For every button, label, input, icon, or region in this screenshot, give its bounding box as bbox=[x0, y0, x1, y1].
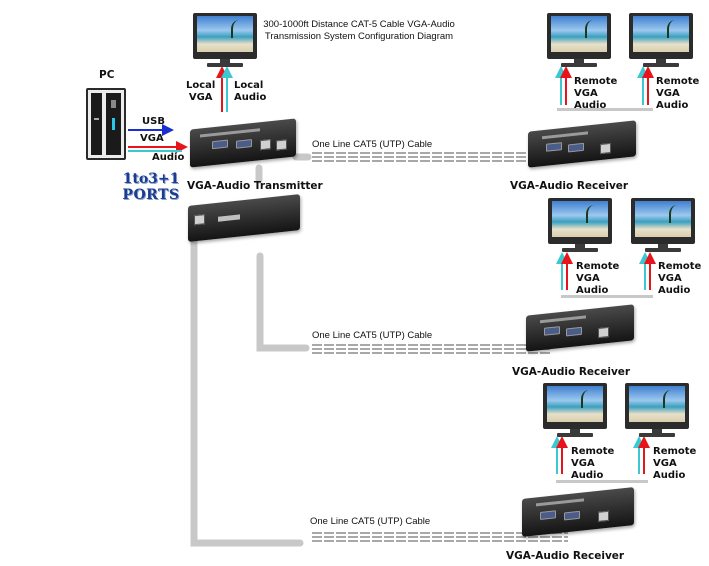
title-line-2: Transmission System Configuration Diagra… bbox=[264, 31, 454, 42]
remote-monitor bbox=[625, 383, 689, 437]
utp-cable-1 bbox=[312, 151, 562, 163]
ports-badge-line-1: 1to3+1 bbox=[122, 171, 180, 187]
title-line-1: 300-1000ft Distance CAT-5 Cable VGA-Audi… bbox=[263, 19, 455, 30]
tx-to-rx1-cable-stub bbox=[255, 153, 312, 184]
tx-to-rx3-cable bbox=[190, 216, 304, 547]
remote-monitor bbox=[547, 13, 611, 67]
receiver-label: VGA-Audio Receiver bbox=[512, 366, 631, 378]
remote-monitor bbox=[629, 13, 693, 67]
ports-badge: 1to3+1 PORTS bbox=[118, 171, 184, 203]
local-vga-label: Local VGA bbox=[186, 80, 216, 103]
rx2-monitor-bar bbox=[561, 295, 653, 298]
vga-label: VGA bbox=[140, 133, 164, 144]
cable-label-2: One Line CAT5 (UTP) Cable bbox=[312, 330, 433, 341]
utp-cable-2 bbox=[312, 343, 552, 355]
cable-label-3: One Line CAT5 (UTP) Cable bbox=[310, 516, 431, 527]
audio-label: Audio bbox=[152, 152, 185, 163]
remote-monitor bbox=[548, 198, 612, 252]
receiver-label: VGA-Audio Receiver bbox=[506, 550, 625, 562]
receiver-label: VGA-Audio Receiver bbox=[510, 180, 629, 192]
remote-monitor bbox=[543, 383, 607, 437]
rx1-monitor-bar bbox=[557, 108, 653, 111]
utp-cable-3 bbox=[310, 530, 568, 542]
pc-tower bbox=[86, 88, 126, 160]
pc-label: PC bbox=[99, 69, 115, 81]
transmitter-label: VGA-Audio Transmitter bbox=[187, 180, 323, 192]
usb-label: USB bbox=[142, 116, 165, 127]
local-audio-label: Local Audio bbox=[234, 80, 267, 103]
diagram-title: 300-1000ft Distance CAT-5 Cable VGA-Audi… bbox=[254, 19, 464, 43]
ports-badge-line-2: PORTS bbox=[122, 187, 180, 203]
local-monitor bbox=[193, 13, 257, 67]
remote-monitor bbox=[631, 198, 695, 252]
tx-to-rx2-cable bbox=[256, 252, 310, 352]
cable-label-1: One Line CAT5 (UTP) Cable bbox=[312, 139, 433, 150]
rx3-monitor-bar bbox=[556, 480, 648, 483]
